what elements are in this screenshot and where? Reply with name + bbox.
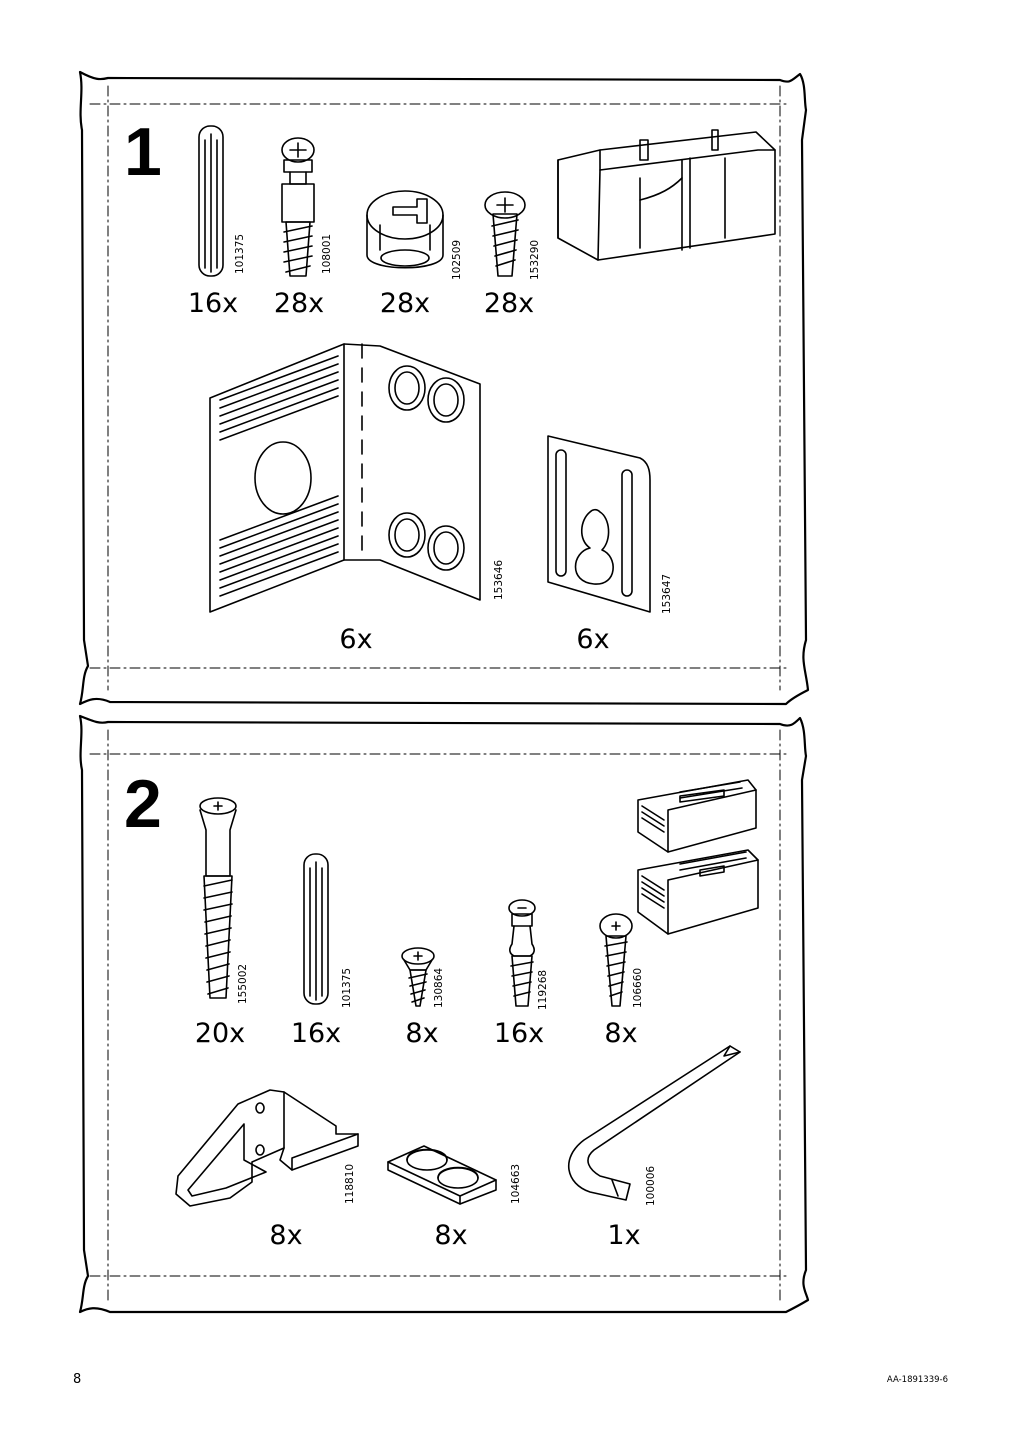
part-code: 101375 — [234, 233, 246, 274]
part-quantity: 8x — [269, 1220, 303, 1251]
part-quantity: 6x — [339, 624, 373, 655]
part-code: 119268 — [537, 969, 549, 1010]
step1-frame — [78, 70, 810, 706]
part-quantity: 28x — [483, 288, 535, 319]
shelf-pin-screw-icon — [508, 899, 536, 1007]
short-screw-icon — [401, 947, 435, 1007]
step-2-number: 2 — [124, 766, 162, 842]
part-code: 153646 — [493, 559, 505, 600]
wood-screw-icon — [599, 913, 633, 1007]
part-quantity: 28x — [379, 288, 431, 319]
part-quantity: 8x — [405, 1018, 439, 1049]
drawer-bracket-icon — [175, 1089, 359, 1207]
part-quantity: 20x — [194, 1018, 246, 1049]
part-code: 153290 — [529, 239, 541, 280]
part-code: 155002 — [237, 963, 249, 1004]
part-quantity: 16x — [187, 288, 239, 319]
part-code: 102509 — [451, 239, 463, 280]
part-quantity: 28x — [273, 288, 325, 319]
page-number: 8 — [73, 1372, 82, 1387]
part-quantity: 8x — [604, 1018, 638, 1049]
step2-frame — [78, 714, 810, 1314]
corner-bracket-icon — [209, 343, 481, 613]
part-quantity: 16x — [493, 1018, 545, 1049]
dowel-icon — [303, 853, 329, 1005]
part-code: 108001 — [321, 233, 333, 274]
part-code: 153647 — [661, 573, 673, 614]
part-code: 104663 — [510, 1163, 522, 1204]
part-quantity: 1x — [607, 1220, 641, 1251]
hanging-plate-icon — [547, 435, 651, 613]
part-code: 130864 — [433, 967, 445, 1008]
part-code: 101375 — [341, 967, 353, 1008]
cam-lock-icon — [366, 190, 444, 269]
bumper-pads-icon — [387, 1145, 497, 1205]
long-screw-icon — [199, 797, 237, 999]
allen-key-icon — [568, 1045, 741, 1201]
part-quantity: 6x — [576, 624, 610, 655]
screw-icon — [484, 191, 526, 277]
cabinet-frame-icon — [557, 129, 776, 261]
dowel-icon — [198, 125, 224, 277]
part-quantity: 16x — [290, 1018, 342, 1049]
document-id: AA-1891339-6 — [886, 1375, 948, 1385]
part-code: 100006 — [645, 1165, 657, 1206]
drawers-icon — [637, 779, 759, 935]
part-code: 118810 — [344, 1163, 356, 1204]
step-1-number: 1 — [124, 114, 162, 190]
part-code: 106660 — [632, 967, 644, 1008]
cam-bolt-icon — [281, 137, 315, 277]
part-quantity: 8x — [434, 1220, 468, 1251]
